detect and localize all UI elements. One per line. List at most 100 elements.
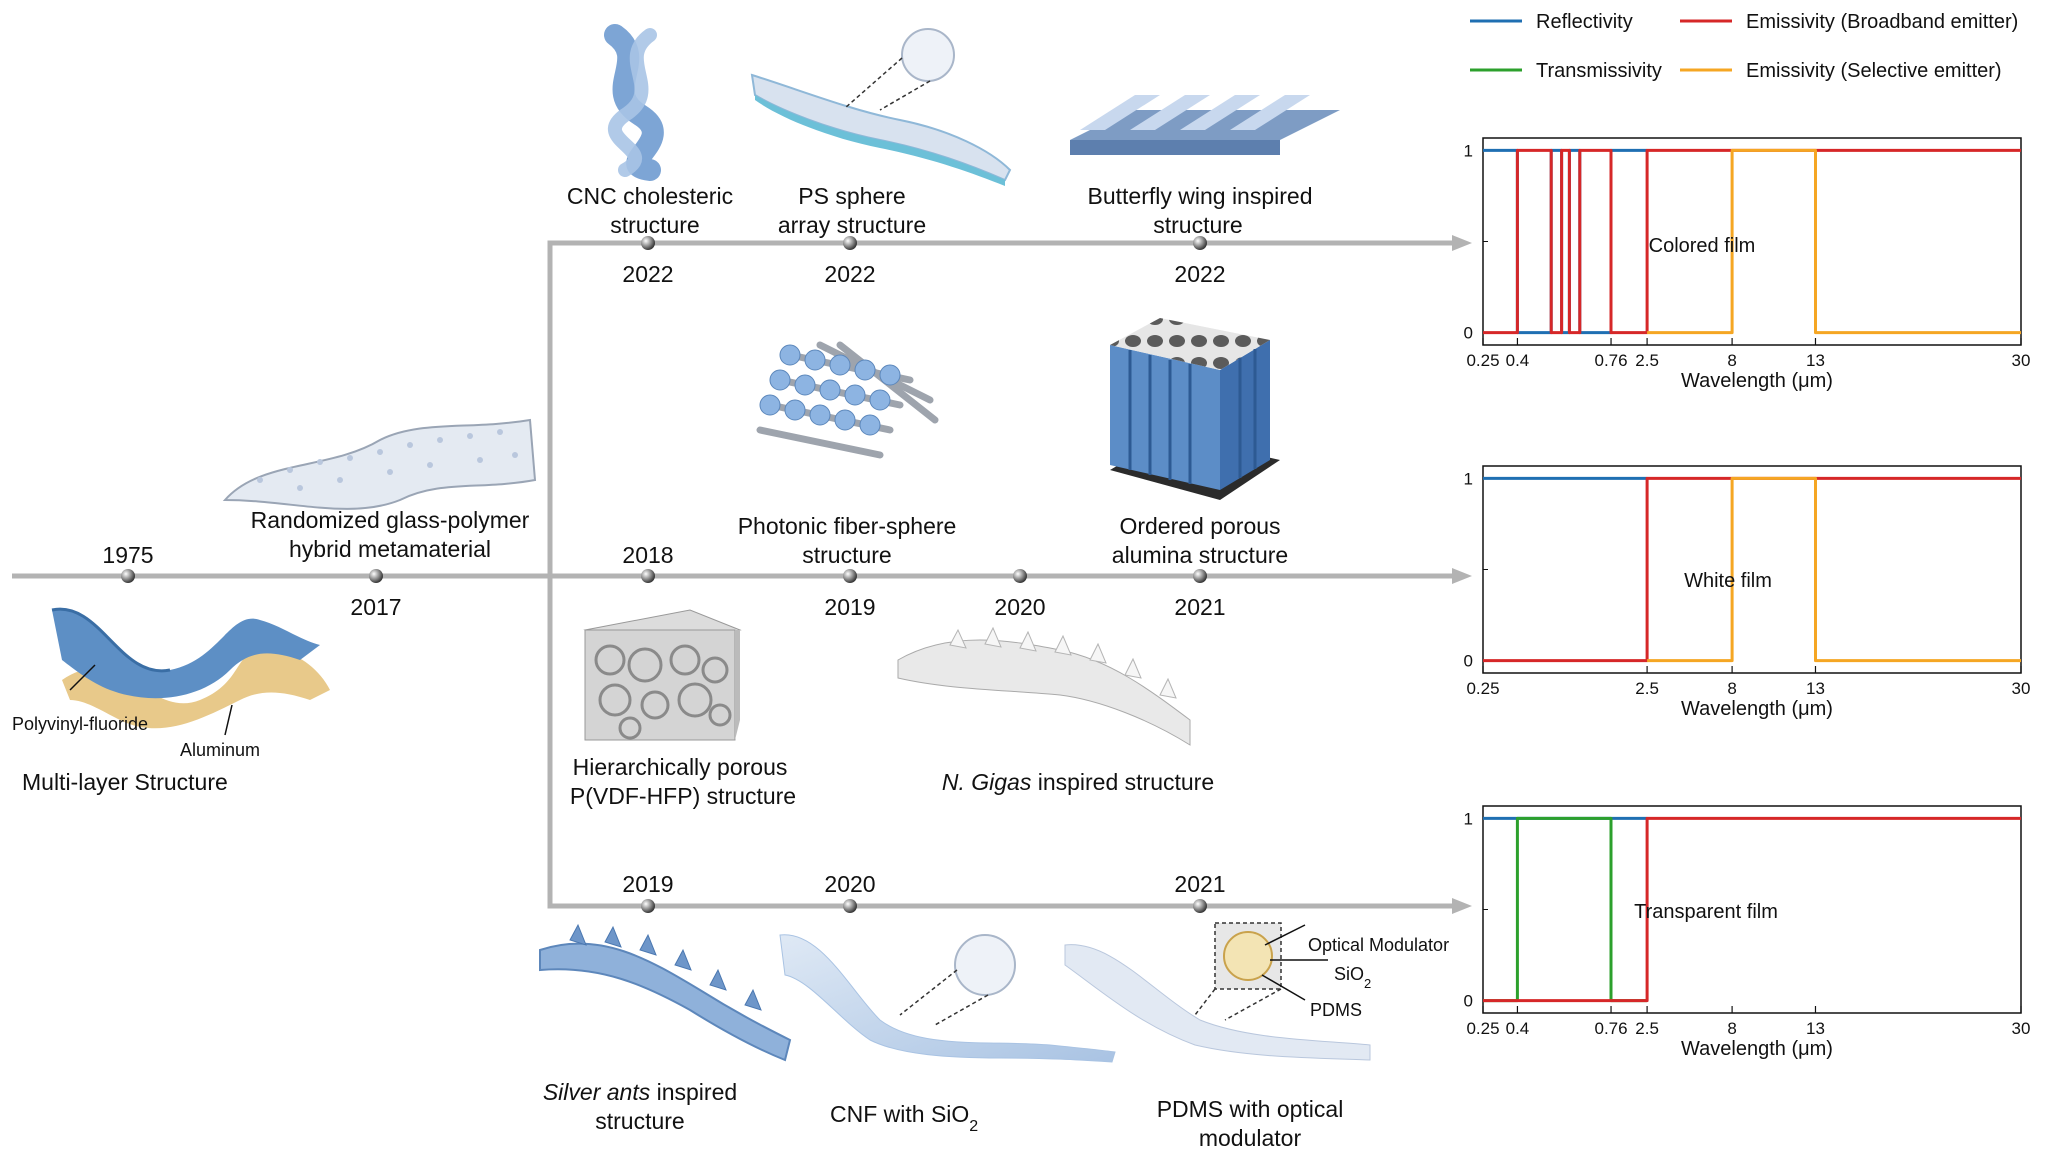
y-tick-label: 1 <box>1464 809 1473 828</box>
dot-1975 <box>121 569 135 583</box>
label-pvdf-1: Hierarchically porous <box>573 754 788 780</box>
series-line-emissivity-broadband-emitter- <box>1483 148 2021 335</box>
x-tick-label: 2.5 <box>1635 679 1659 698</box>
label-multilayer: Multi-layer Structure <box>22 769 228 795</box>
timeline-years: 1975 2017 2018 2019 2020 2021 2022 2022 … <box>102 261 1225 897</box>
series-line-emissivity-broadband-emitter- <box>1483 816 2021 1003</box>
label-alumina-1: Ordered porous <box>1119 513 1280 539</box>
label-fiber-2: structure <box>802 542 891 568</box>
upper-branch-line <box>547 240 1458 576</box>
silver-ants-illustration <box>539 923 792 1062</box>
timeline-dots <box>121 236 1207 913</box>
x-tick-label: 13 <box>1806 1019 1825 1038</box>
label-ngigas-rest: inspired structure <box>1031 769 1214 795</box>
label-pdms-small: PDMS <box>1310 1000 1362 1020</box>
label-ants-2: structure <box>595 1108 684 1134</box>
label-cnf-text: CNF with SiO <box>830 1101 969 1127</box>
dot-2021 <box>1193 569 1207 583</box>
label-butterfly-1: Butterfly wing inspired <box>1088 183 1313 209</box>
year-bottom-a: 2019 <box>622 871 673 897</box>
y-tick-label: 1 <box>1464 141 1473 160</box>
x-axis-label: Wavelength (μm) <box>1681 1038 1833 1060</box>
arrowhead-top <box>1452 235 1472 251</box>
multilayer-illustration <box>51 607 330 736</box>
arrowhead-bottom <box>1452 898 1472 914</box>
x-tick-label: 0.76 <box>1594 351 1627 370</box>
series-line-emissivity-broadband-emitter- <box>1483 476 2021 663</box>
legend-reflectivity: Reflectivity <box>1536 11 1633 33</box>
legend: Reflectivity Emissivity (Broadband emitt… <box>1470 11 2018 82</box>
x-tick-label: 13 <box>1806 351 1825 370</box>
butterfly-illustration <box>1070 95 1340 155</box>
x-tick-label: 8 <box>1727 351 1736 370</box>
label-pdms-2: modulator <box>1199 1125 1302 1151</box>
x-tick-label: 8 <box>1727 679 1736 698</box>
chart-annotation: Transparent film <box>1634 901 1778 923</box>
x-tick-label: 8 <box>1727 1019 1736 1038</box>
x-tick-label: 0.4 <box>1506 1019 1530 1038</box>
aluminum-leader <box>224 704 233 736</box>
pdms-illustration <box>1064 922 1371 1061</box>
legend-selective: Emissivity (Selective emitter) <box>1746 60 2002 82</box>
label-sio2-text: SiO <box>1334 964 1364 984</box>
label-pdms-1: PDMS with optical <box>1157 1096 1344 1122</box>
dot-bottom-2019 <box>641 899 655 913</box>
label-cnc-1: CNC cholesteric <box>567 183 733 209</box>
x-tick-label: 30 <box>2012 1019 2031 1038</box>
alumina-illustration <box>1110 318 1280 500</box>
x-tick-label: 30 <box>2012 679 2031 698</box>
label-aluminum: Aluminum <box>180 740 260 760</box>
chart-annotation: White film <box>1684 570 1772 592</box>
cnf-illustration <box>779 934 1116 1063</box>
label-cnf: CNF with SiO2 <box>830 1101 978 1135</box>
y-tick-label: 0 <box>1464 652 1473 671</box>
dot-2019 <box>843 569 857 583</box>
timeline-lines <box>12 240 1458 909</box>
dot-2018 <box>641 569 655 583</box>
year-1975: 1975 <box>102 542 153 568</box>
y-tick-label: 1 <box>1464 469 1473 488</box>
label-ps-1: PS sphere <box>798 183 905 209</box>
dot-2017 <box>369 569 383 583</box>
dot-2020 <box>1013 569 1027 583</box>
y-tick-label: 0 <box>1464 324 1473 343</box>
label-sio2-small: SiO2 <box>1334 964 1371 991</box>
label-fiber-1: Photonic fiber-sphere <box>738 513 957 539</box>
x-tick-label: 0.25 <box>1466 351 1499 370</box>
label-cnc-2: structure <box>610 212 699 238</box>
series-line-emissivity-selective-emitter- <box>1647 476 2021 663</box>
label-optical-modulator: Optical Modulator <box>1308 935 1449 955</box>
year-top-c: 2022 <box>1174 261 1225 287</box>
cnc-illustration <box>604 24 664 181</box>
label-pvdf-2: P(VDF-HFP) structure <box>570 783 796 809</box>
year-bottom-c: 2021 <box>1174 871 1225 897</box>
label-ngigas-italic: N. Gigas <box>942 769 1032 795</box>
ps-sphere-illustration <box>750 28 1012 186</box>
year-2020: 2020 <box>994 594 1045 620</box>
x-tick-label: 0.25 <box>1466 679 1499 698</box>
label-glass-polymer-2: hybrid metamaterial <box>289 536 491 562</box>
glass-polymer-illustration <box>222 418 537 510</box>
year-2019: 2019 <box>824 594 875 620</box>
year-2017: 2017 <box>350 594 401 620</box>
x-tick-label: 13 <box>1806 679 1825 698</box>
label-ants: Silver ants inspired <box>543 1079 737 1105</box>
ngigas-illustration <box>897 626 1191 746</box>
chart-annotation: Colored film <box>1649 235 1756 257</box>
x-tick-label: 0.4 <box>1506 351 1530 370</box>
timeline-arrowheads <box>1452 235 1472 914</box>
x-tick-label: 30 <box>2012 351 2031 370</box>
year-bottom-b: 2020 <box>824 871 875 897</box>
label-ants-italic: Silver ants <box>543 1079 651 1105</box>
label-butterfly-2: structure <box>1153 212 1242 238</box>
x-tick-label: 0.76 <box>1594 1019 1627 1038</box>
x-axis-label: Wavelength (μm) <box>1681 698 1833 720</box>
label-glass-polymer-1: Randomized glass-polymer <box>251 507 530 533</box>
series-line-reflectivity <box>1483 148 1648 335</box>
dot-top-2022-a <box>641 236 655 250</box>
legend-transmissivity: Transmissivity <box>1536 60 1662 82</box>
series-line-transmissivity <box>1483 816 1648 1003</box>
label-alumina-2: alumina structure <box>1112 542 1288 568</box>
